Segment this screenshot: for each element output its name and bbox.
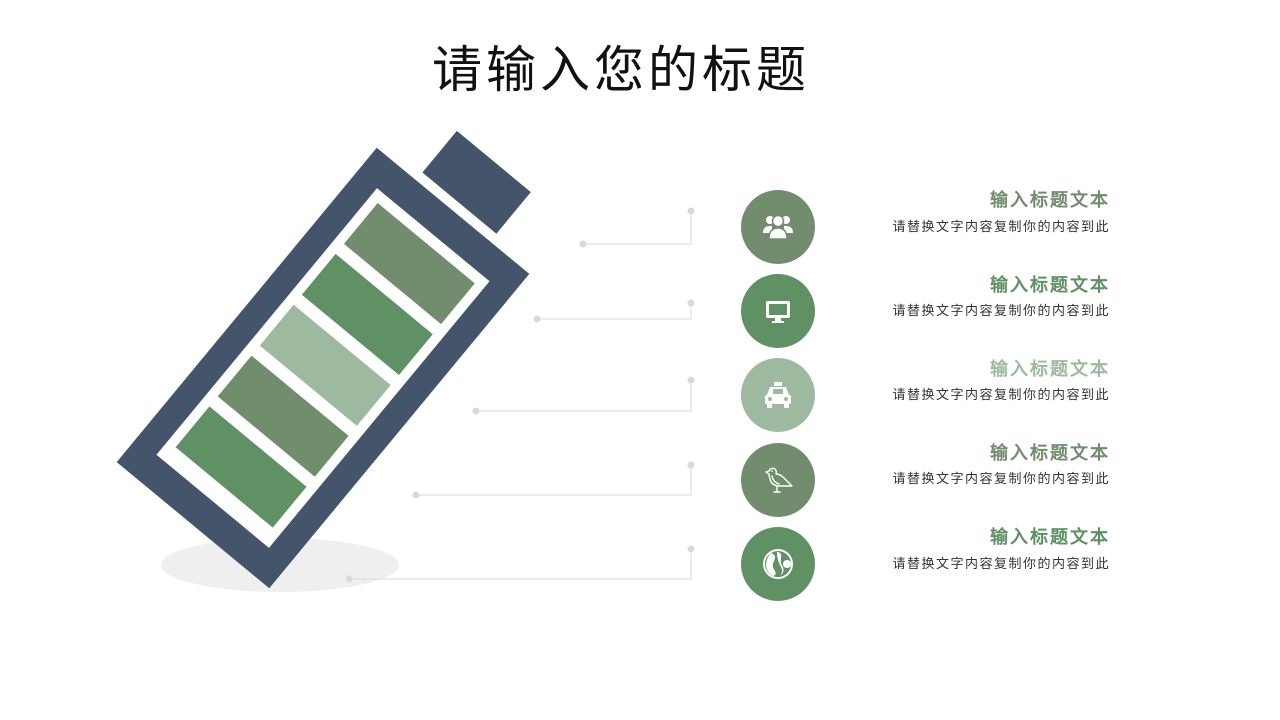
connector-2 [537, 303, 692, 320]
connector-dots [345, 207, 695, 583]
item-1-title: 输入标题文本 [990, 190, 1110, 211]
bird-icon [765, 467, 793, 493]
item-3-circle [741, 358, 815, 432]
item-3-desc: 请替换文字内容复制你的内容到此 [892, 388, 1110, 403]
battery-bar-1 [343, 203, 475, 325]
item-2-title: 输入标题文本 [990, 275, 1110, 296]
monitor-icon [766, 301, 790, 323]
item-5-desc: 请替换文字内容复制你的内容到此 [892, 557, 1110, 572]
connector-5 [349, 549, 692, 580]
battery-bar-5 [175, 406, 307, 528]
page-title: 请输入您的标题 [432, 41, 810, 99]
connectors [349, 211, 692, 580]
item-2-desc: 请替换文字内容复制你的内容到此 [892, 304, 1110, 319]
item-3-title: 输入标题文本 [990, 359, 1110, 380]
item-5-circle [741, 527, 815, 601]
item-5-title: 输入标题文本 [990, 527, 1110, 548]
taxi-icon [765, 382, 791, 408]
item-1-circle [741, 190, 815, 264]
item-2-circle [741, 274, 815, 348]
item-4-title: 输入标题文本 [990, 443, 1110, 464]
item-4-circle [741, 443, 815, 517]
battery-bar-2 [301, 253, 433, 376]
globe-icon [763, 549, 793, 579]
users-icon [763, 214, 793, 240]
item-4-desc: 请替换文字内容复制你的内容到此 [892, 472, 1110, 487]
connector-4 [416, 465, 692, 496]
connector-1 [583, 211, 692, 245]
battery-bar-3 [259, 304, 391, 426]
battery-bar-4 [217, 355, 349, 477]
battery-cap [422, 130, 531, 234]
item-1-desc: 请替换文字内容复制你的内容到此 [892, 220, 1110, 235]
battery-icon [116, 130, 531, 589]
connector-3 [476, 380, 692, 412]
